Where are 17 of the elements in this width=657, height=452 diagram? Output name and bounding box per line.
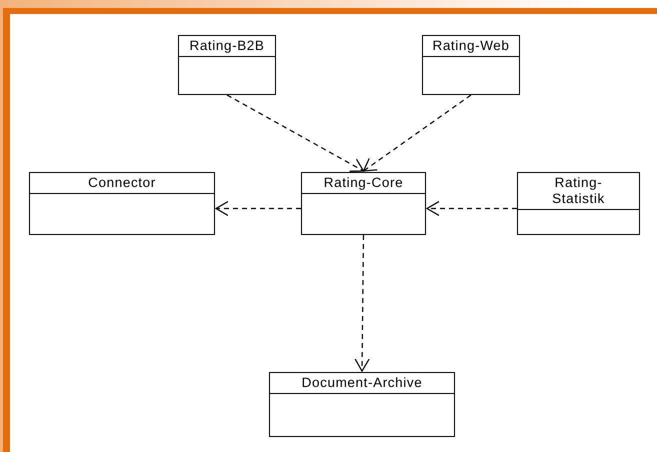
class-name: Rating-Statistik [518,173,639,210]
dependency-arrow [426,200,517,216]
class-box [269,372,455,437]
class-box [29,172,215,235]
dependency-arrow [354,235,370,372]
dependency-arrow [362,94,472,172]
class-name: Connector [30,173,214,194]
class-name: Rating-B2B [179,36,275,57]
class-box [301,172,426,235]
class-name: Rating-Core [302,173,425,194]
dependency-arrow [215,200,301,216]
class-box [422,35,520,95]
class-name: Rating-Web [423,36,519,57]
class-box [517,172,640,235]
class-name: Document-Archive [270,373,454,394]
dependency-arrow [226,94,364,172]
class-box [178,35,276,95]
